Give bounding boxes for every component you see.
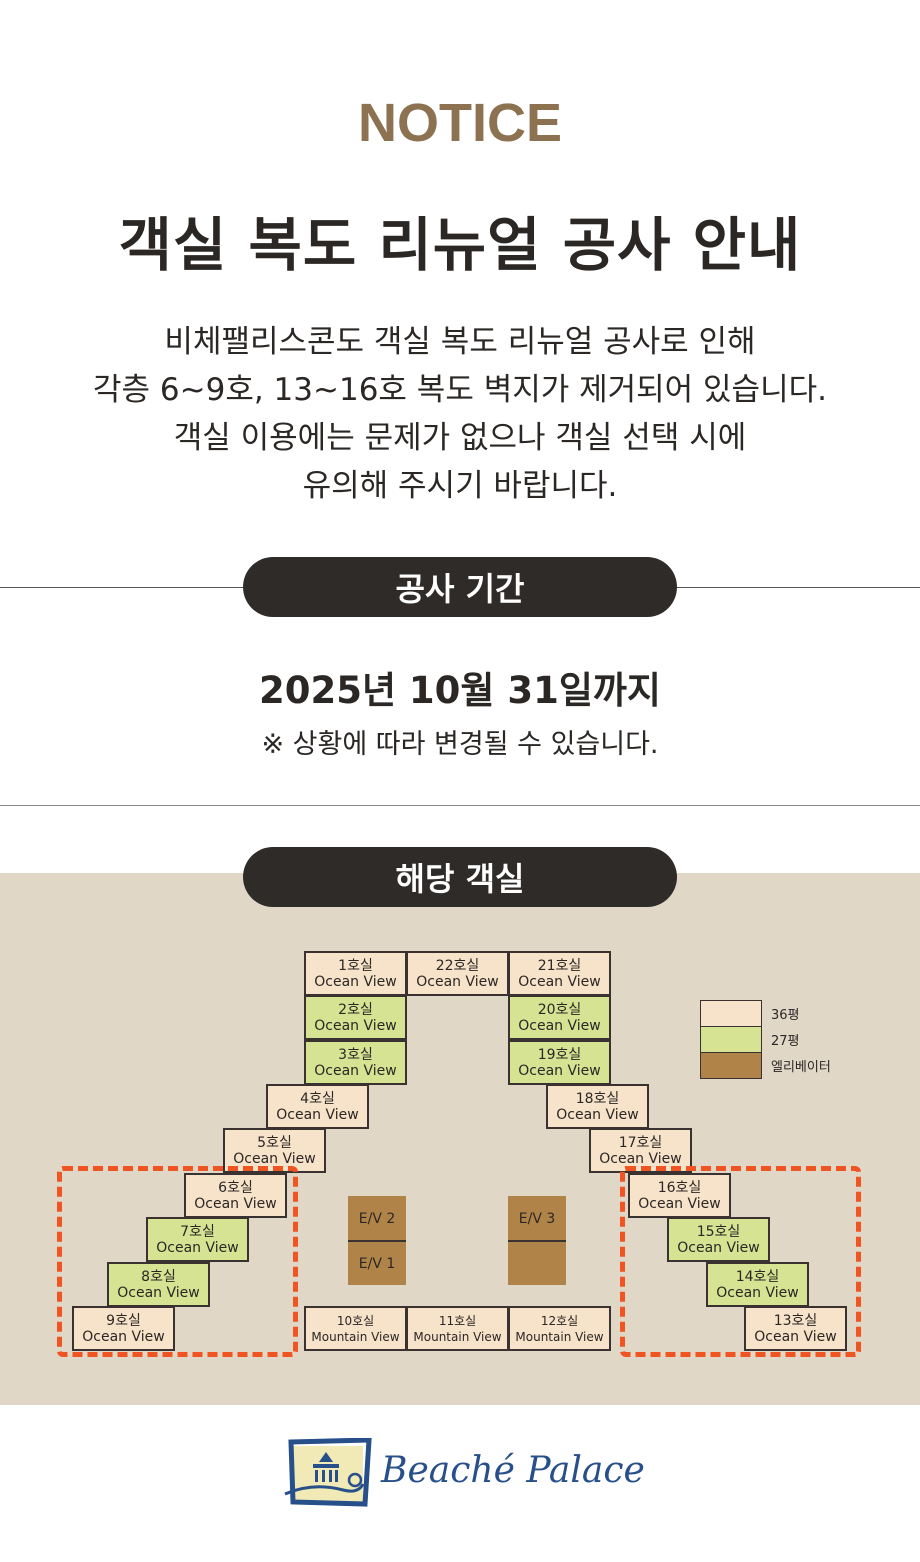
- room-view: Ocean View: [194, 1196, 277, 1212]
- legend-swatch-27: [700, 1026, 762, 1053]
- legend-swatch-elevator: [700, 1052, 762, 1079]
- room-number: 18호실: [575, 1091, 620, 1107]
- room-number: 9호실: [106, 1313, 141, 1329]
- beache-palace-logo: Beaché Palace: [283, 1437, 645, 1508]
- room-view: Ocean View: [233, 1151, 316, 1167]
- room-number: 10호실: [336, 1314, 375, 1328]
- room-number: 12호실: [540, 1314, 579, 1328]
- room-number: 6호실: [218, 1180, 253, 1196]
- room-view: Ocean View: [556, 1107, 639, 1123]
- period-label: 공사 기간: [243, 557, 677, 617]
- elevator-2: E/V 2: [348, 1196, 406, 1241]
- period-date: 2025년 10월 31일까지: [259, 669, 661, 712]
- room-view: Ocean View: [314, 974, 397, 990]
- highlight-right: [620, 1166, 861, 1357]
- room-view: Ocean View: [638, 1196, 721, 1212]
- room-view: Ocean View: [716, 1285, 799, 1301]
- logo-emblem-icon: [284, 1437, 372, 1507]
- room-number: 11호실: [438, 1314, 477, 1328]
- room-12: 12호실 Mountain View: [508, 1306, 611, 1351]
- room-number: 17호실: [618, 1135, 663, 1151]
- notice-heading: NOTICE: [357, 93, 562, 153]
- divider: [0, 805, 920, 806]
- logo-text: Beaché Palace: [381, 1450, 645, 1491]
- room-view: Ocean View: [314, 1018, 397, 1034]
- room-view: Ocean View: [314, 1063, 397, 1079]
- elevator-3-lower: [508, 1240, 566, 1285]
- room-number: 5호실: [257, 1135, 292, 1151]
- room-10: 10호실 Mountain View: [304, 1306, 407, 1351]
- room-number: 3호실: [338, 1047, 373, 1063]
- body-line: 각층 6~9호, 13~16호 복도 벽지가 제거되어 있습니다.: [93, 372, 827, 408]
- highlight-left: [57, 1166, 298, 1357]
- legend-swatch-36: [700, 1000, 762, 1027]
- room-view: Ocean View: [416, 974, 499, 990]
- body-line: 객실 이용에는 문제가 없으나 객실 선택 시에: [173, 420, 747, 456]
- room-view: Ocean View: [599, 1151, 682, 1167]
- legend-label: 36평: [771, 1008, 800, 1023]
- room-number: 7호실: [180, 1224, 215, 1240]
- room-number: 19호실: [537, 1047, 582, 1063]
- room-number: 21호실: [537, 958, 582, 974]
- room-view: Ocean View: [156, 1240, 239, 1256]
- room-number: 20호실: [537, 1002, 582, 1018]
- room-number: 14호실: [735, 1269, 780, 1285]
- page-title: 객실 복도 리뉴얼 공사 안내: [118, 211, 802, 279]
- room-view: Mountain View: [515, 1330, 604, 1344]
- notice-body: 비체팰리스콘도 객실 복도 리뉴얼 공사로 인해 각층 6~9호, 13~16호…: [0, 318, 920, 510]
- room-view: Mountain View: [311, 1330, 400, 1344]
- room-number: 8호실: [141, 1269, 176, 1285]
- room-number: 15호실: [696, 1224, 741, 1240]
- room-view: Ocean View: [518, 1018, 601, 1034]
- room-view: Ocean View: [754, 1329, 837, 1345]
- room-view: Ocean View: [518, 974, 601, 990]
- body-line: 비체팰리스콘도 객실 복도 리뉴얼 공사로 인해: [164, 324, 756, 360]
- room-view: Ocean View: [276, 1107, 359, 1123]
- period-note: ※ 상황에 따라 변경될 수 있습니다.: [261, 729, 659, 760]
- room-11: 11호실 Mountain View: [406, 1306, 509, 1351]
- elevator-1: E/V 1: [348, 1240, 406, 1285]
- room-view: Ocean View: [677, 1240, 760, 1256]
- room-view: Ocean View: [117, 1285, 200, 1301]
- room-view: Ocean View: [518, 1063, 601, 1079]
- room-view: Mountain View: [413, 1330, 502, 1344]
- body-line: 유의해 주시기 바랍니다.: [302, 468, 618, 504]
- room-number: 1호실: [338, 958, 373, 974]
- legend-label: 27평: [771, 1034, 800, 1049]
- room-number: 22호실: [435, 958, 480, 974]
- room-number: 2호실: [338, 1002, 373, 1018]
- room-number: 13호실: [773, 1313, 818, 1329]
- room-number: 16호실: [657, 1180, 702, 1196]
- room-view: Ocean View: [82, 1329, 165, 1345]
- elevator-3: E/V 3: [508, 1196, 566, 1241]
- legend-label: 엘리베이터: [771, 1060, 831, 1075]
- rooms-label: 해당 객실: [243, 847, 677, 907]
- room-number: 4호실: [300, 1091, 335, 1107]
